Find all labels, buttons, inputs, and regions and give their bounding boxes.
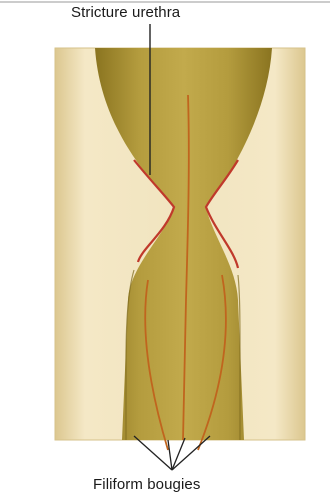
filiform-bougies-label: Filiform bougies (93, 476, 200, 493)
pointer-bougie-4 (172, 436, 210, 470)
pointer-bougie-2 (168, 440, 172, 470)
stricture-urethra-label: Stricture urethra (71, 4, 180, 21)
pointer-bougie-3 (172, 438, 185, 470)
